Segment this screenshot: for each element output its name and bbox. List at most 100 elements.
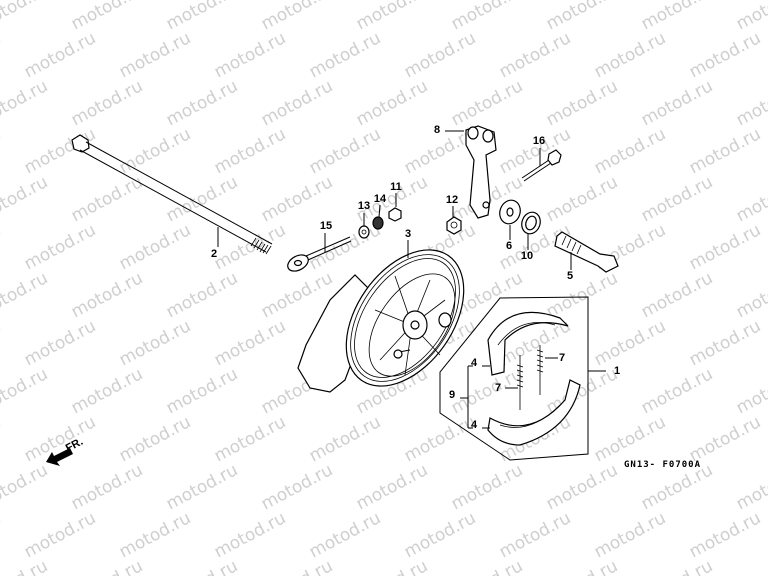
watermark-text: motod.ru (638, 268, 716, 322)
watermark-text: motod.ru (306, 28, 384, 82)
watermark-text: motod.ru (211, 508, 289, 562)
watermark-text: motod.ru (686, 28, 764, 82)
washer-6-part (499, 199, 521, 240)
watermark-text: motod.ru (0, 556, 51, 576)
brake-cam-part (554, 231, 619, 273)
spring-7b (516, 355, 524, 410)
nut-13 (358, 213, 370, 239)
bolt-16-part (521, 148, 562, 182)
watermark-text: motod.ru (258, 460, 336, 514)
watermark-text: motod.ru (686, 220, 764, 274)
spring-7a (536, 345, 544, 395)
watermark-text: motod.ru (21, 508, 99, 562)
callout-10: 10 (521, 250, 533, 262)
callout-12: 12 (446, 194, 458, 206)
watermark-text: motod.ru (496, 508, 574, 562)
watermark-text: motod.ru (0, 364, 51, 418)
callout-3: 3 (405, 228, 411, 240)
watermark-text: motod.ru (0, 412, 4, 466)
watermark-text: motod.ru (543, 0, 621, 34)
watermark-text: motod.ru (638, 172, 716, 226)
watermark-text: motod.ru (638, 0, 716, 34)
watermark-text: motod.ru (0, 460, 51, 514)
watermark-text: motod.ru (21, 28, 99, 82)
watermark-text: motod.ru (68, 460, 146, 514)
brake-shoe-upper (487, 311, 569, 376)
watermark-text: motod.ru (258, 76, 336, 130)
brake-shoe-lower (487, 379, 581, 446)
brake-panel-part (297, 240, 465, 393)
watermark-text: motod.ru (211, 124, 289, 178)
watermark-text: motod.ru (163, 76, 241, 130)
watermark-text: motod.ru (0, 124, 4, 178)
watermark-text: motod.ru (686, 316, 764, 370)
watermark-text: motod.ru (116, 508, 194, 562)
watermark-text: motod.ru (211, 412, 289, 466)
watermark-text: motod.ru (68, 364, 146, 418)
watermark-text: motod.ru (116, 124, 194, 178)
callout-14: 14 (374, 193, 387, 205)
watermark-text: motod.ru (401, 508, 479, 562)
watermark-text: motod.ru (211, 316, 289, 370)
watermark-text: motod.ru (116, 28, 194, 82)
watermark-text: motod.ru (306, 124, 384, 178)
callout-4a: 4 (471, 357, 478, 369)
watermark-text: motod.ru (116, 316, 194, 370)
watermark-text: motod.ru (638, 364, 716, 418)
watermark-text: motod.ru (116, 412, 194, 466)
watermark-text: motod.ru (733, 364, 768, 418)
nut-12 (446, 206, 462, 235)
watermark-text: motod.ru (163, 268, 241, 322)
watermark-text: motod.ru (448, 0, 526, 34)
watermark-text: motod.ru (258, 172, 336, 226)
callout-7a: 7 (559, 352, 565, 364)
watermark-text: motod.ru (733, 76, 768, 130)
watermark-text: motod.ru (686, 508, 764, 562)
watermark-text: motod.ru (591, 412, 669, 466)
watermark-text: motod.ru (591, 28, 669, 82)
watermark-text: motod.ru (733, 268, 768, 322)
diagram-code: GN13- F0700A (624, 460, 701, 470)
watermark-text: motod.ru (353, 556, 431, 576)
callout-11: 11 (390, 181, 402, 193)
watermark-text: motod.ru (21, 124, 99, 178)
watermark-text: motod.ru (733, 556, 768, 576)
callout-15: 15 (320, 220, 332, 232)
callout-8: 8 (434, 124, 440, 136)
watermark-text: motod.ru (543, 172, 621, 226)
watermark-text: motod.ru (306, 508, 384, 562)
watermark-text: motod.ru (0, 316, 4, 370)
callout-1: 1 (614, 365, 620, 377)
callout-6: 6 (506, 240, 512, 252)
watermark-text: motod.ru (306, 220, 384, 274)
callout-16: 16 (533, 135, 545, 147)
watermark-text: motod.ru (353, 0, 431, 34)
watermark-text: motod.ru (733, 460, 768, 514)
watermark-text: motod.ru (0, 172, 51, 226)
watermark-text: motod.ru (0, 76, 51, 130)
watermark-text: motod.ru (21, 220, 99, 274)
leader-lines (460, 357, 558, 429)
watermark-text: motod.ru (496, 124, 574, 178)
watermark-text: motod.ru (448, 76, 526, 130)
watermark-text: motod.ru (68, 76, 146, 130)
watermark-text: motod.ru (686, 412, 764, 466)
watermark-text: motod.ru (68, 556, 146, 576)
adjuster-bolt-part (287, 233, 352, 272)
watermark-text: motod.ru (163, 460, 241, 514)
watermark-text: motod.ru (591, 508, 669, 562)
watermark-text: motod.ru (401, 412, 479, 466)
watermark-text: motod.ru (0, 0, 51, 34)
watermark-text: motod.ru (116, 220, 194, 274)
watermark-text: motod.ru (163, 0, 241, 34)
nut-14 (372, 204, 384, 230)
watermark-text: motod.ru (68, 268, 146, 322)
watermark-text: motod.ru (496, 28, 574, 82)
watermark-text: motod.ru (448, 556, 526, 576)
watermark-text: motod.ru (543, 556, 621, 576)
watermark-text: motod.ru (638, 76, 716, 130)
nut-11 (388, 193, 402, 222)
watermark-text: motod.ru (733, 172, 768, 226)
